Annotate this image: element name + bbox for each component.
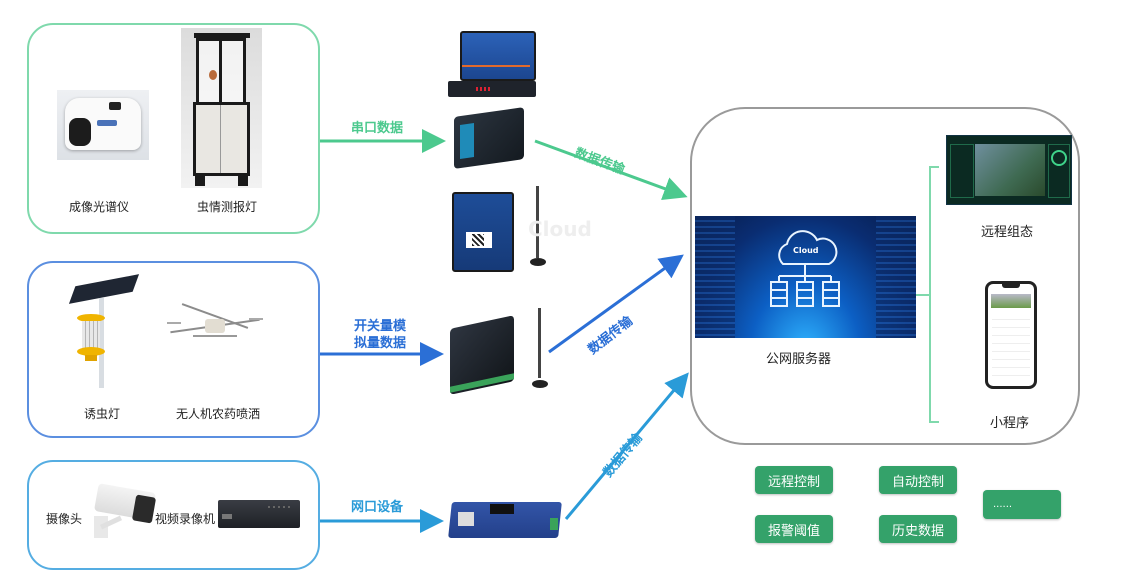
feature-remote-control: 远程控制	[755, 466, 833, 494]
remote-scada-label: 远程组态	[981, 225, 1034, 240]
serial-data-label: 串口数据	[351, 121, 404, 136]
switch-analog-label-line2: 拟量数据	[354, 336, 407, 351]
feature-history-data: 历史数据	[879, 515, 957, 543]
transmission-label-3: 数据传输	[600, 430, 646, 481]
feature-auto-control: 自动控制	[879, 466, 957, 494]
imaging-spectrometer-label: 成像光谱仪	[69, 200, 130, 214]
pesticide-drone-label: 无人机农药喷洒	[176, 407, 261, 421]
feature-more: ......	[983, 490, 1061, 519]
serial-device-server-image	[450, 107, 530, 170]
serial-server-usr-n540-image	[448, 29, 536, 99]
pesticide-drone-image	[165, 303, 265, 355]
network-device-label: 网口设备	[351, 500, 404, 515]
cloud-image-text: Cloud	[793, 246, 819, 255]
cloud-watermark: Cloud	[528, 217, 592, 241]
surveillance-camera-image	[86, 483, 157, 542]
video-recorder-image	[218, 500, 300, 530]
mini-program-label: 小程序	[990, 416, 1030, 431]
video-recorder-label: 视频录像机	[155, 512, 216, 526]
io-controller-image	[444, 308, 554, 400]
insect-trap-lamp-image	[68, 272, 140, 388]
insect-forecast-lamp-image	[181, 28, 262, 188]
feature-alarm-threshold: 报警阈值	[755, 515, 833, 543]
imaging-spectrometer-image	[57, 90, 149, 160]
cloud-server-image: Cloud	[695, 216, 916, 338]
insect-trap-lamp-label: 诱虫灯	[84, 407, 121, 421]
transmission-label-1: 数据传输	[572, 145, 627, 178]
remote-scada-dashboard-image	[946, 135, 1072, 205]
insect-forecast-lamp-label: 虫情测报灯	[197, 200, 258, 214]
switch-analog-label-line1: 开关量模	[354, 319, 407, 334]
server-platform-box	[690, 107, 1080, 445]
mini-program-phone-image	[985, 281, 1037, 389]
transmission-label-2: 数据传输	[585, 313, 636, 358]
industrial-router-image	[448, 494, 562, 544]
camera-label: 摄像头	[46, 512, 83, 526]
server-label: 公网服务器	[766, 352, 832, 367]
4g-dtu-image	[450, 186, 550, 274]
cloud-network-icon	[770, 230, 840, 307]
